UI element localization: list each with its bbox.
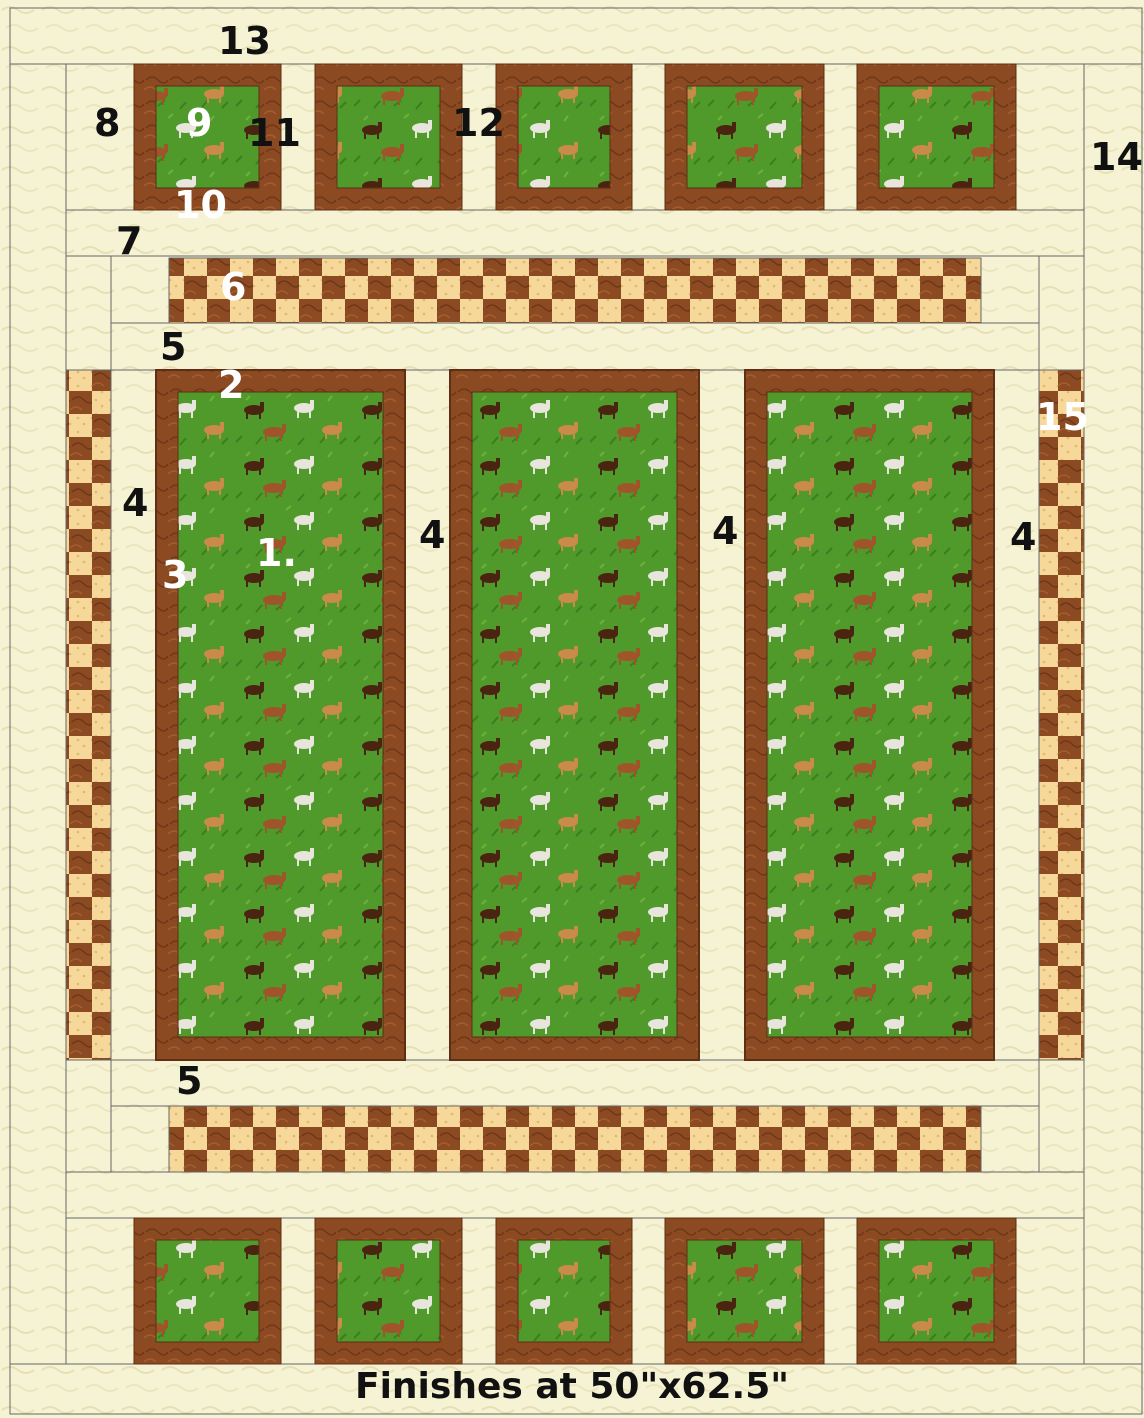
label-1: 1. [256, 531, 297, 575]
label-3: 3 [162, 553, 188, 597]
top-block-5 [857, 64, 1016, 210]
center-panel-3 [745, 370, 994, 1060]
label-10: 10 [174, 183, 227, 227]
label-11: 11 [248, 111, 301, 155]
bottom-block-2 [315, 1218, 462, 1364]
label-13: 13 [218, 19, 271, 63]
label-4-a: 4 [122, 481, 148, 525]
checker-strip-bottom [169, 1106, 981, 1172]
label-4-c: 4 [712, 509, 738, 553]
label-6: 6 [220, 265, 246, 309]
label-2: 2 [218, 363, 244, 407]
bottom-block-4 [665, 1218, 824, 1364]
top-block-3 [496, 64, 632, 210]
label-12: 12 [452, 101, 505, 145]
label-5-bottom: 5 [176, 1059, 202, 1103]
label-14: 14 [1090, 135, 1143, 179]
label-5-top: 5 [160, 325, 186, 369]
label-9: 9 [186, 101, 212, 145]
center-panel-2 [450, 370, 699, 1060]
checker-strip-left [66, 370, 111, 1060]
label-4-b: 4 [419, 513, 445, 557]
checker-strip-right [1039, 370, 1084, 1060]
label-7: 7 [116, 219, 142, 263]
bottom-block-5 [857, 1218, 1016, 1364]
top-block-4 [665, 64, 824, 210]
top-block-2 [315, 64, 462, 210]
center-panel-1 [156, 370, 405, 1060]
label-4-d: 4 [1010, 515, 1036, 559]
finished-size-caption: Finishes at 50"x62.5" [0, 1366, 1144, 1407]
label-8: 8 [94, 101, 120, 145]
bottom-block-1 [134, 1218, 281, 1364]
checker-strip-top [169, 258, 981, 323]
label-15: 15 [1036, 395, 1089, 439]
bottom-block-3 [496, 1218, 632, 1364]
